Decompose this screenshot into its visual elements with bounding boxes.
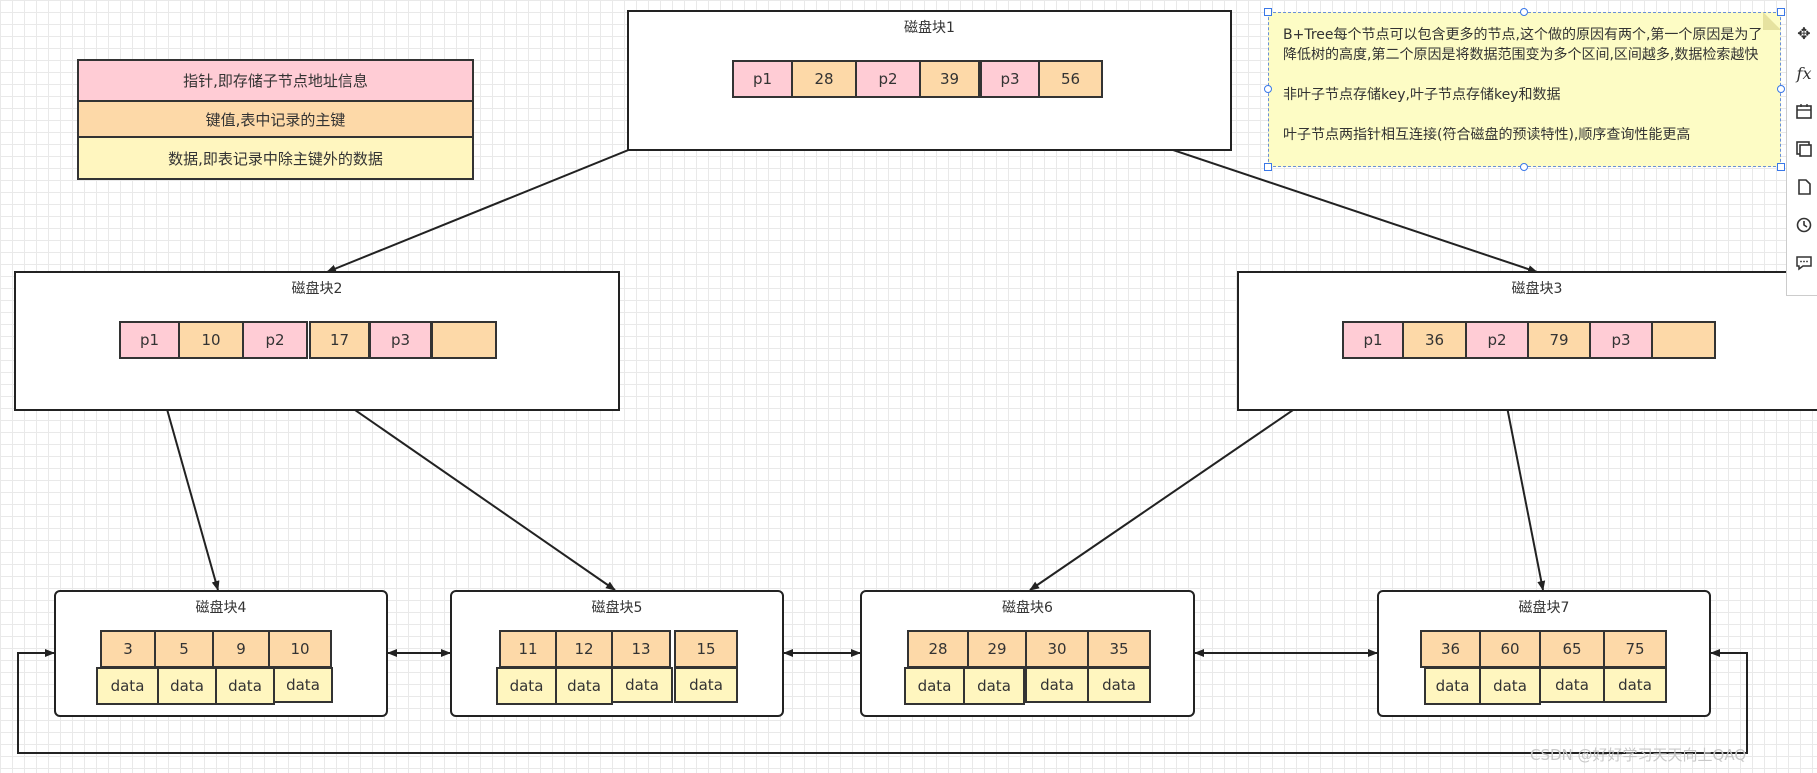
b6-key-3[interactable]: 30 (1025, 630, 1089, 668)
b1-key-2[interactable]: 39 (919, 60, 980, 98)
b7-data-4[interactable]: data (1603, 667, 1667, 703)
disk-block-1-title: 磁盘块1 (904, 20, 955, 36)
b6-data-2[interactable]: data (963, 667, 1025, 705)
b7-data-2[interactable]: data (1479, 667, 1541, 705)
legend-key: 键值,表中记录的主键 (77, 100, 474, 138)
b4-key-3[interactable]: 9 (212, 630, 270, 668)
legend-pointer-text: 指针,即存储子节点地址信息 (183, 72, 368, 90)
b3-pointer-1[interactable]: p1 (1342, 321, 1404, 359)
note-line-1: B+Tree每个节点可以包含更多的节点,这个做的原因有两个,第一个原因是为了降低… (1283, 27, 1763, 63)
selection-handle-left[interactable] (1264, 85, 1272, 93)
b5-data-4[interactable]: data (674, 667, 738, 703)
b1-pointer-3[interactable]: p3 (980, 60, 1040, 98)
b5-data-1[interactable]: data (496, 667, 557, 705)
b6-data-4[interactable]: data (1087, 667, 1151, 703)
layers-icon[interactable] (1793, 138, 1815, 160)
disk-block-5-title: 磁盘块5 (591, 600, 643, 616)
selection-handle-right[interactable] (1777, 85, 1785, 93)
b2-key-1[interactable]: 10 (178, 321, 244, 359)
b7-key-2[interactable]: 60 (1479, 630, 1541, 668)
b5-key-4[interactable]: 15 (674, 630, 738, 668)
b2-pointer-2[interactable]: p2 (242, 321, 308, 359)
legend-data: 数据,即表记录中除主键外的数据 (77, 136, 474, 180)
b7-key-3[interactable]: 65 (1539, 630, 1605, 668)
disk-block-4[interactable]: 磁盘块4 3 5 9 10 data data data data (54, 590, 388, 717)
b2-pointer-3[interactable]: p3 (369, 321, 432, 359)
b3-key-3[interactable] (1651, 321, 1716, 359)
b4-data-1[interactable]: data (96, 667, 159, 705)
legend-key-text: 键值,表中记录的主键 (205, 110, 346, 129)
selection-handle-top[interactable] (1520, 8, 1528, 16)
selection-handle-top-right[interactable] (1777, 8, 1785, 16)
disk-block-3[interactable]: 磁盘块3 p1 36 p2 79 p3 (1237, 271, 1817, 411)
selection-handle-bottom[interactable] (1520, 163, 1528, 171)
loop-link-b7-b4 (17, 649, 1748, 754)
page-icon[interactable] (1793, 176, 1815, 198)
function-icon[interactable]: fx (1796, 63, 1812, 83)
b7-key-4[interactable]: 75 (1603, 630, 1667, 668)
note-line-2: 非叶子节点存储key,叶子节点存储key和数据 (1283, 87, 1561, 103)
b6-key-4[interactable]: 35 (1087, 630, 1151, 668)
disk-block-7[interactable]: 磁盘块7 36 60 65 75 data data data data (1377, 590, 1711, 717)
selection-handle-bottom-right[interactable] (1777, 163, 1785, 171)
b1-key-1[interactable]: 28 (791, 60, 857, 98)
b6-data-3[interactable]: data (1025, 667, 1089, 703)
b5-data-2[interactable]: data (555, 667, 613, 705)
b7-data-1[interactable]: data (1424, 667, 1481, 705)
b6-data-1[interactable]: data (904, 667, 965, 705)
b3-key-1[interactable]: 36 (1402, 321, 1467, 359)
b5-key-2[interactable]: 12 (555, 630, 613, 668)
b7-data-3[interactable]: data (1539, 667, 1605, 703)
b7-key-1[interactable]: 36 (1420, 630, 1481, 668)
disk-block-6-title: 磁盘块6 (1002, 600, 1053, 616)
b3-pointer-3[interactable]: p3 (1589, 321, 1653, 359)
disk-block-4-title: 磁盘块4 (195, 600, 247, 616)
b4-key-2[interactable]: 5 (154, 630, 214, 668)
b2-key-2[interactable]: 17 (309, 321, 370, 359)
b4-data-4[interactable]: data (273, 667, 333, 703)
move-icon[interactable]: ✥ (1797, 23, 1811, 43)
watermark: CSDN @好好学习天天向上QAQ (1530, 746, 1747, 764)
b3-pointer-2[interactable]: p2 (1465, 321, 1529, 359)
b4-key-4[interactable]: 10 (268, 630, 332, 668)
b5-data-3[interactable]: data (611, 667, 673, 703)
disk-block-2[interactable]: 磁盘块2 p1 10 p2 17 p3 (14, 271, 620, 411)
b2-key-3[interactable] (431, 321, 497, 359)
b6-key-2[interactable]: 29 (967, 630, 1027, 668)
b6-key-1[interactable]: 28 (907, 630, 969, 668)
b4-data-2[interactable]: data (157, 667, 217, 705)
disk-block-2-title: 磁盘块2 (291, 281, 343, 297)
b4-data-3[interactable]: data (215, 667, 275, 705)
disk-block-5[interactable]: 磁盘块5 11 12 13 15 data data data data (450, 590, 784, 717)
comment-icon[interactable] (1793, 252, 1815, 274)
selection-handle-bottom-left[interactable] (1264, 163, 1272, 171)
right-toolbar: ✥ fx (1786, 0, 1817, 296)
disk-block-1[interactable]: 磁盘块1 p1 28 p2 39 p3 56 (627, 10, 1232, 151)
disk-block-6[interactable]: 磁盘块6 28 29 30 35 data data data data (860, 590, 1195, 717)
explanation-note[interactable]: B+Tree每个节点可以包含更多的节点,这个做的原因有两个,第一个原因是为了降低… (1268, 12, 1781, 167)
b5-key-3[interactable]: 13 (611, 630, 671, 668)
disk-block-7-title: 磁盘块7 (1518, 600, 1570, 616)
b5-key-1[interactable]: 11 (499, 630, 557, 668)
calendar-icon[interactable] (1793, 100, 1815, 122)
b3-key-2[interactable]: 79 (1527, 321, 1591, 359)
b1-pointer-1[interactable]: p1 (732, 60, 793, 98)
selection-handle-top-left[interactable] (1264, 8, 1272, 16)
b1-pointer-2[interactable]: p2 (855, 60, 921, 98)
legend-data-text: 数据,即表记录中除主键外的数据 (168, 149, 383, 168)
b4-key-1[interactable]: 3 (100, 630, 156, 668)
history-icon[interactable] (1793, 214, 1815, 236)
disk-block-3-title: 磁盘块3 (1511, 281, 1563, 297)
legend-pointer: 指针,即存储子节点地址信息 (77, 59, 474, 102)
note-fold-corner (1763, 12, 1781, 30)
b1-key-3[interactable]: 56 (1038, 60, 1103, 98)
b2-pointer-1[interactable]: p1 (119, 321, 180, 359)
note-line-3: 叶子节点两指针相互连接(符合磁盘的预读特性),顺序查询性能更高 (1283, 127, 1691, 143)
